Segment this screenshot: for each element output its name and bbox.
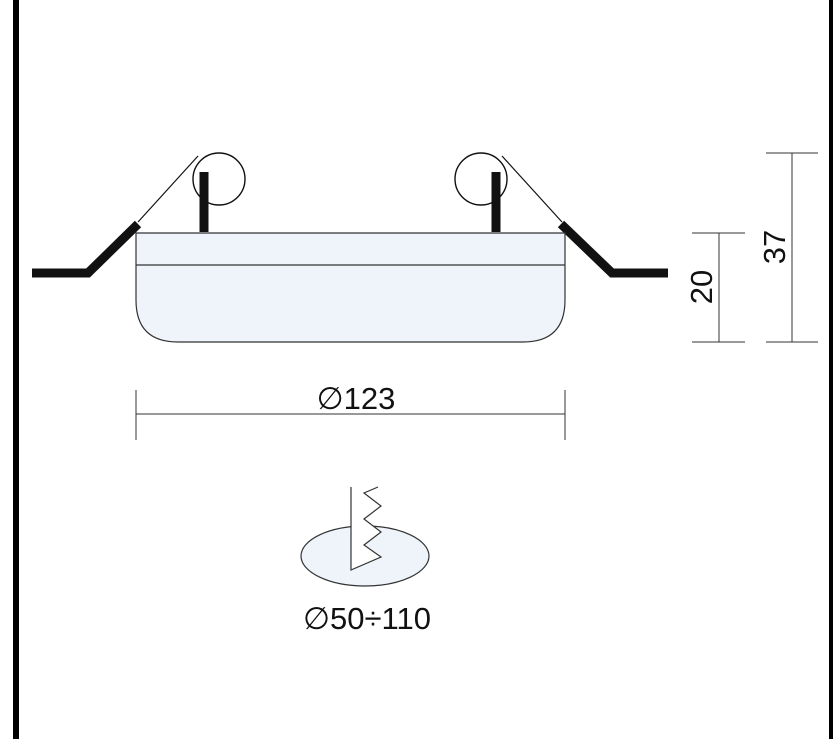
fixture-body — [135, 232, 566, 343]
left-spring-arm — [137, 155, 199, 223]
width-dimension-label: ∅123 — [317, 381, 396, 416]
ceiling-left-section — [32, 220, 142, 278]
body-height-dimension: 20 — [684, 232, 745, 343]
total-height-dimension: 37 — [757, 152, 818, 343]
left-spring-coil — [192, 152, 246, 206]
saw-blade-icon — [350, 486, 383, 571]
total-height-label: 37 — [757, 230, 792, 264]
cutout-hole-icon — [300, 486, 430, 587]
right-spring-coil — [454, 152, 508, 206]
body-height-label: 20 — [684, 270, 719, 304]
right-spring-arm — [501, 155, 563, 223]
cutout-dimension-label: ∅50÷110 — [303, 601, 431, 636]
width-dimension: ∅123 — [135, 381, 566, 440]
ceiling-right-section — [557, 220, 668, 278]
frame-right-border — [829, 0, 833, 739]
frame-left-border — [13, 0, 19, 739]
